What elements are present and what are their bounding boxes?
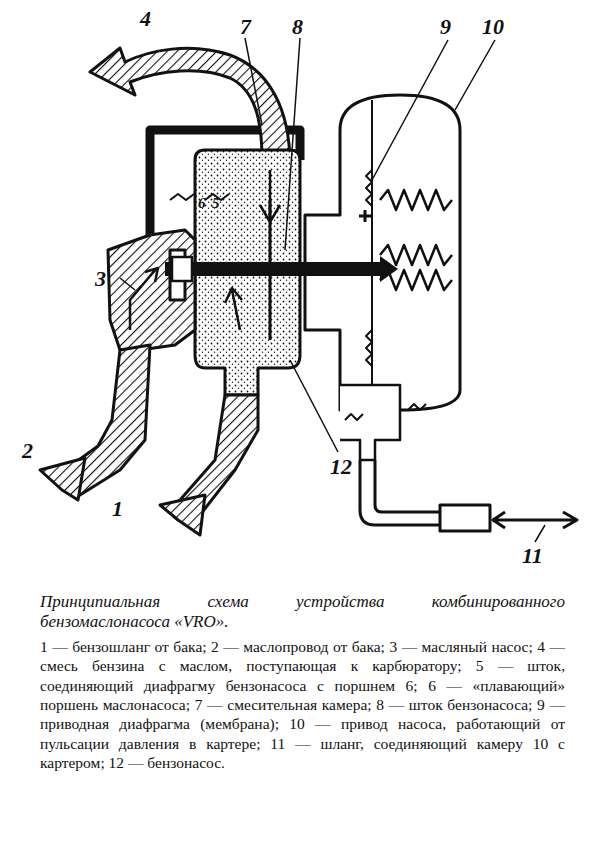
callout-number: 6 bbox=[198, 196, 206, 211]
figure-caption: Принципиальная схема устройства комбинир… bbox=[40, 592, 565, 633]
callout-number: 5 bbox=[212, 196, 220, 211]
callout-number: 3 bbox=[95, 268, 106, 290]
callout-number: 8 bbox=[292, 16, 303, 38]
callout-number: 2 bbox=[22, 440, 33, 462]
pump-illustration bbox=[0, 0, 598, 580]
callout-number: 10 bbox=[482, 16, 504, 38]
callout-number: 9 bbox=[440, 16, 451, 38]
legend-text: 1 — бензошланг от бака; 2 — маслопровод … bbox=[40, 637, 565, 773]
callout-number: 7 bbox=[240, 16, 251, 38]
callout-number: 12 bbox=[330, 456, 352, 478]
callout-number: 4 bbox=[140, 8, 151, 30]
callout-number: 1 bbox=[112, 498, 123, 520]
callout-number: 11 bbox=[522, 545, 543, 567]
